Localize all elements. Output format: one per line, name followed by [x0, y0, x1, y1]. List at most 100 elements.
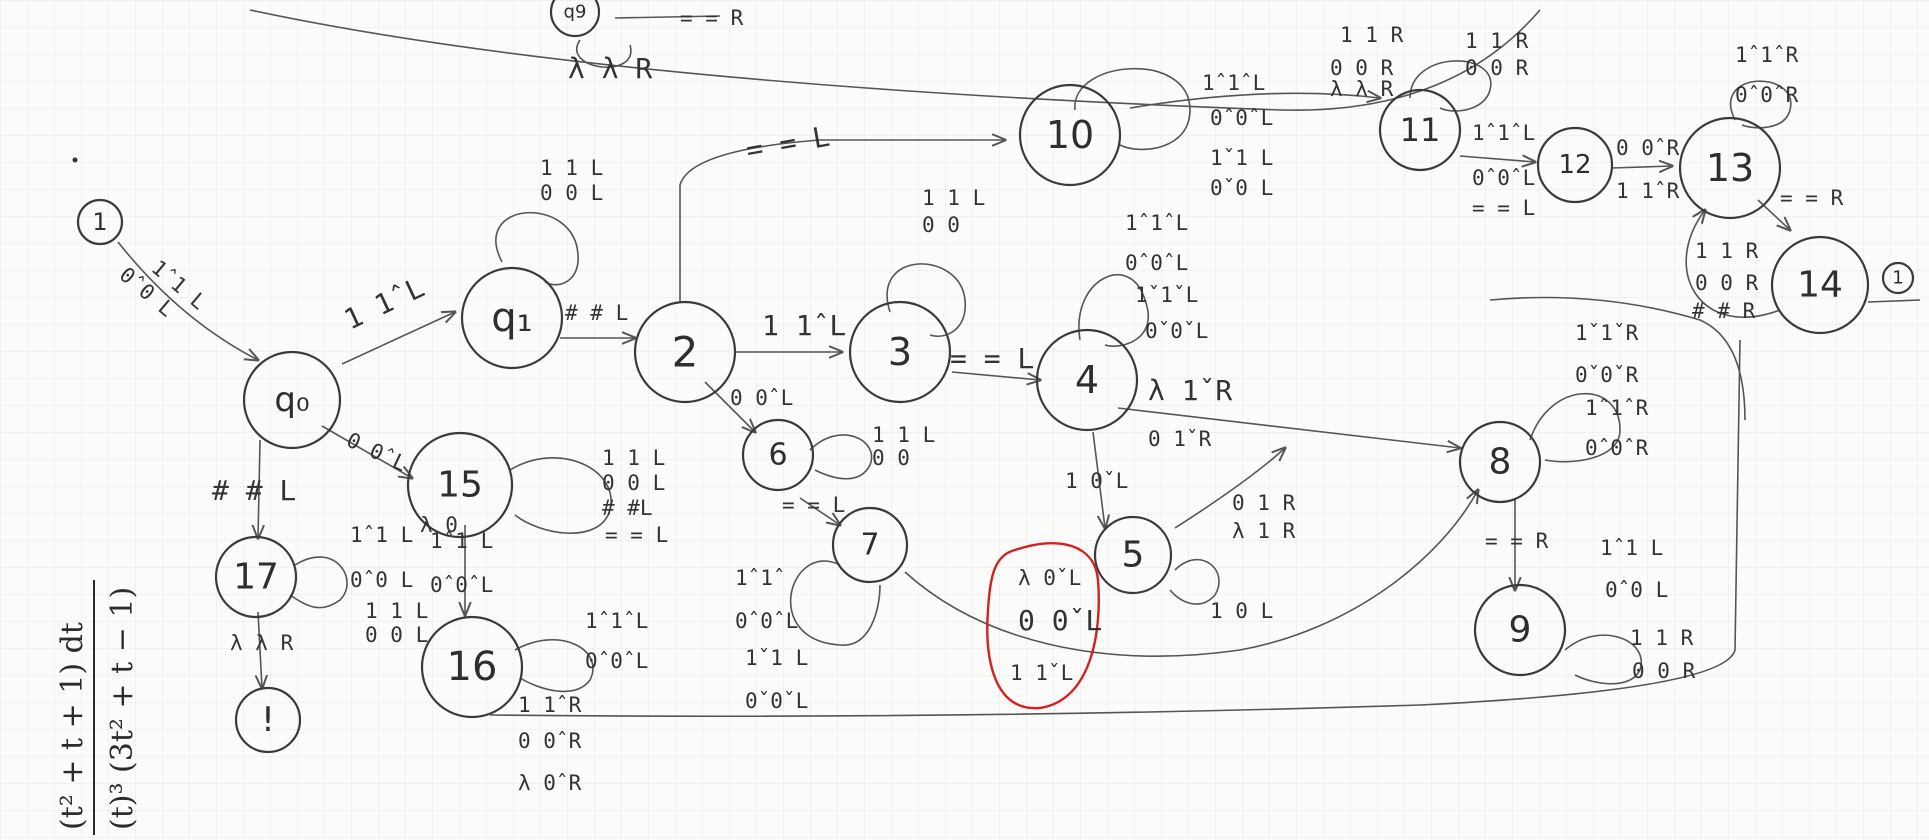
state-5: 5: [1093, 515, 1173, 595]
edge-2-6: [704, 381, 755, 432]
formula-numerator: (t² + t + 1) dt: [55, 622, 90, 830]
label-10-loop-b: 0̂ 0̂ L: [1210, 106, 1273, 130]
svg-text:q9: q9: [564, 2, 587, 23]
state-10: 10: [1018, 83, 1122, 187]
svg-text:!: !: [261, 700, 275, 740]
label-6-loop-a: 1 1 L: [872, 423, 935, 447]
label-11-loop-b: 0 0 R: [1465, 56, 1529, 80]
svg-text:11: 11: [1400, 111, 1441, 149]
state-2: 2: [633, 300, 737, 404]
highlight-ellipse: [986, 542, 1100, 710]
edge-17-halt: [258, 611, 262, 688]
label-circled-b: 0 0̌ L: [1018, 604, 1102, 637]
edge-6-loop: [809, 434, 873, 480]
label-8-loop-d: 0̂ 0̂ R: [1585, 436, 1649, 460]
edges: [117, 9, 1921, 718]
edge-14-ref: [1867, 299, 1921, 303]
label-9-in-a: 1̂ 1 L: [1600, 536, 1663, 560]
label-15-loop-d: = = L: [605, 523, 668, 547]
label-16-loop-b: 0̂ 0̂ L: [585, 649, 648, 673]
svg-text:16: 16: [447, 644, 498, 690]
label-7-loop-d: 0̌ 0̌ L: [745, 689, 808, 713]
label-10-loop-a: 1̂ 1̂ L: [1202, 71, 1265, 95]
edge-8-loop: [1529, 392, 1621, 463]
label-8-loop-c: 1̂ 1̂ R: [1585, 396, 1649, 420]
svg-text:13: 13: [1706, 146, 1754, 190]
label-17-halt: λ λ R: [230, 631, 294, 655]
label-5-8-a: 0 1 R: [1232, 491, 1296, 515]
edge-4-8: [1117, 407, 1460, 448]
state-halt: !: [234, 686, 302, 754]
label-q1-loop-b: 0 0 L: [540, 181, 603, 205]
label-15-16-a: 1̂ 1 L: [430, 529, 493, 553]
label-4-5: 1 0̌ L: [1065, 469, 1128, 493]
label-11-loop-a: 1 1 R: [1465, 29, 1529, 53]
label-10-11-a: 1 1 R: [1340, 23, 1404, 47]
label-15-extra: λ 0: [420, 513, 458, 537]
label-16-out-b: 0 0̂ R: [518, 729, 582, 753]
edge-7-8: [904, 490, 1478, 657]
margin-formula: (t² + t + 1) dt (t)³ (3t² + t − 1): [55, 580, 140, 835]
svg-text:q₀: q₀: [274, 380, 309, 420]
label-4-loop-d: 0̌ 0̌ L: [1145, 319, 1208, 343]
label-3-loop-b: 0 0: [922, 213, 960, 237]
edge-6-7: [799, 497, 840, 525]
label-16-out-a: 1 1̂ R: [518, 693, 582, 717]
svg-text:2: 2: [672, 328, 699, 377]
label-13-loop-b: 0̂ 0̂ R: [1735, 83, 1799, 107]
label-15-loop-c: # #L: [602, 496, 653, 520]
label-17-loop-a: 1̂ 1 L: [350, 523, 413, 547]
edge-16-return: [489, 339, 1741, 718]
label-5-loop: 1 0 L: [1210, 599, 1273, 623]
edge-2-10: [679, 140, 1005, 302]
state-13: 13: [1678, 116, 1782, 220]
svg-text:14: 14: [1797, 265, 1843, 306]
edge-1-q0: [117, 241, 258, 360]
label-13-loop-a: 1̂ 1̂ R: [1735, 43, 1799, 67]
svg-text:1: 1: [92, 208, 107, 236]
edge-5-8: [1174, 448, 1285, 529]
state-7: 7: [831, 506, 909, 584]
label-circled-c: 1 1̌ L: [1010, 661, 1073, 685]
edge-q9-arc: [249, 9, 1541, 112]
label-14-13-b: 0 0 R: [1695, 271, 1759, 295]
edge-17-loop: [289, 556, 348, 609]
svg-text:q₁: q₁: [491, 295, 532, 341]
edge-q0-q1: [341, 312, 455, 365]
label-6-7: = = L: [782, 493, 845, 517]
state-12: 12: [1536, 126, 1614, 204]
label-2-6: 0 0̂ L: [730, 386, 793, 410]
label-17-loop-c: 1 1 L: [365, 599, 428, 623]
edge-q9-in: [614, 15, 721, 19]
edge-5-loop: [1169, 558, 1220, 605]
edge-4-5: [1092, 431, 1105, 528]
edge-13-loop: [1729, 80, 1792, 129]
edge-7-loop: [789, 560, 881, 646]
edge-3-loop: [886, 263, 966, 337]
label-4-loop-a: 1̂ 1̂ L: [1125, 211, 1188, 235]
label-9-loop-a: 1 1 R: [1630, 626, 1694, 650]
label-8-loop-b: 0̌ 0̌ R: [1575, 363, 1639, 387]
edge-q1-loop: [495, 211, 579, 286]
label-q1-loop-a: 1 1 L: [540, 156, 603, 180]
label-15-loop-b: 0 0 L: [602, 471, 665, 495]
edge-4-loop: [1078, 273, 1149, 347]
svg-text:3: 3: [888, 330, 912, 374]
label-circled-a: λ 0̌ L: [1018, 566, 1081, 590]
state-15: 15: [406, 431, 514, 539]
edge-14-13: [1685, 210, 1781, 318]
label-11-12-a: 1̂ 1̂ L: [1472, 121, 1535, 145]
label-17-loop-b: 0̂ 0 L: [350, 568, 413, 592]
state-q9: q9: [549, 0, 601, 38]
state-17: 17: [214, 535, 298, 619]
svg-text:12: 12: [1558, 150, 1591, 180]
label-9-loop-b: 0 0 R: [1632, 659, 1696, 683]
edge-10-loop: [1074, 67, 1191, 151]
label-6-loop-b: 0 0: [872, 446, 910, 470]
label-2-3: 1 1̂ L: [762, 309, 846, 342]
label-15-loop-a: 1 1 L: [602, 446, 665, 470]
label-7-loop-c: 1̌ 1 L: [745, 646, 808, 670]
svg-text:10: 10: [1046, 113, 1094, 157]
